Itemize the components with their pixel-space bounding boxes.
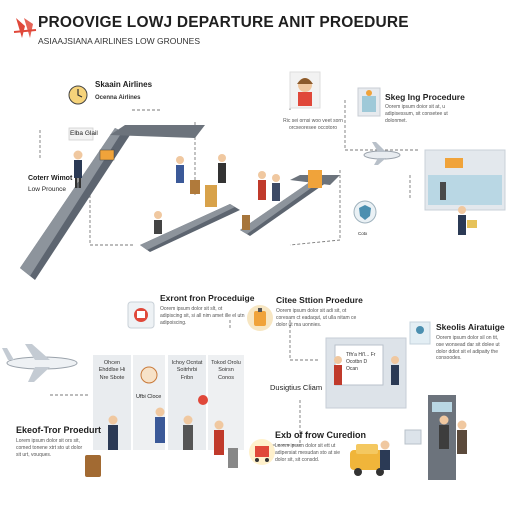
checkin-screen-text: Tfh'a Hi'l... Fr Ocotbn D Ocan [346,352,376,372]
page-subtitle: ASIAAJSIANA AIRLINES LOW GROUNES [38,36,201,46]
cruxdom-body: Lorem ipsum dolor sit ett ut adipersiat … [275,443,341,463]
airline-logo-icon [13,18,37,38]
design-claim-label: Dusigtius Cliam [270,383,323,392]
counter-subtitle: Low Prounce [28,186,66,193]
cart-icon [249,439,275,465]
escort-icon [127,301,155,329]
exit-gate [428,395,467,480]
escort-body: Oorem ipsum dolor sit slt, ot adipiscing… [160,306,245,326]
escort-title: Exront fron Proceduige [160,293,255,303]
page-title: PROOVIGE LOWJ DEPARTURE ANIT PROEDURE [38,14,409,31]
travelers-group-1 [154,154,226,234]
chip-label: Elba Glail [70,130,98,137]
cruxdom-title: Exb of frow Curedion [275,430,366,440]
security-title: Skeg Ing Procedure [385,92,465,102]
checkin-screen [325,337,407,409]
luggage-icon [247,305,273,331]
airplane-icon-left [2,344,78,382]
kiosk-sign-2: Ichoy Ocntat Soitrhrbi Fribn [171,360,203,381]
person-note: Ric sei ornsi woo veet sorn orcxeoresee … [283,118,343,131]
kiosk-sign-3: Tokod Orolu Soirsn Conos [211,360,241,381]
security-body: Oorem ipsum doior sit at, u adipisessum,… [385,104,448,124]
lower-left-title: Ekeof-Tror Proedurt [16,425,102,435]
kiosk-sign-1: Ohcen Ehddlse Hi Nre Sbote [98,360,126,381]
escalator-belts [20,125,340,280]
travelers-group-2 [242,170,322,230]
shield-caption: Cotx [358,231,368,236]
gate-area [424,149,506,235]
airplane-icon-top [363,142,401,165]
security-scanner-icon [357,87,381,117]
skeolis-title: Skeolis Airatuige [436,322,505,332]
airline-title: Skaain Airlines [95,80,153,89]
map-pin-icon [409,321,431,345]
citee-body: Oorem ipsum dolor sit adi sit, ot coresa… [276,308,357,328]
citee-title: Citee Sttion Proedure [276,295,363,305]
chip-bg [68,127,94,141]
skeolis-body: Oorem ipsum dolor sil on tit, ose wonsea… [436,335,500,362]
kiosk-badge: Ufbi Cloce [136,394,162,400]
counter-title: Coterr Wimot [28,175,73,182]
travelers-lower [85,407,238,477]
airline-subtitle: Ocenna Airlines [95,95,141,101]
staff-figure-counter [73,150,83,188]
taxi-car [350,429,422,476]
ticket-icon [99,149,115,161]
person-avatar-icon [289,71,321,109]
lower-left-body: Lorem ipsum dolor sit ors sit, comed ton… [16,438,83,458]
